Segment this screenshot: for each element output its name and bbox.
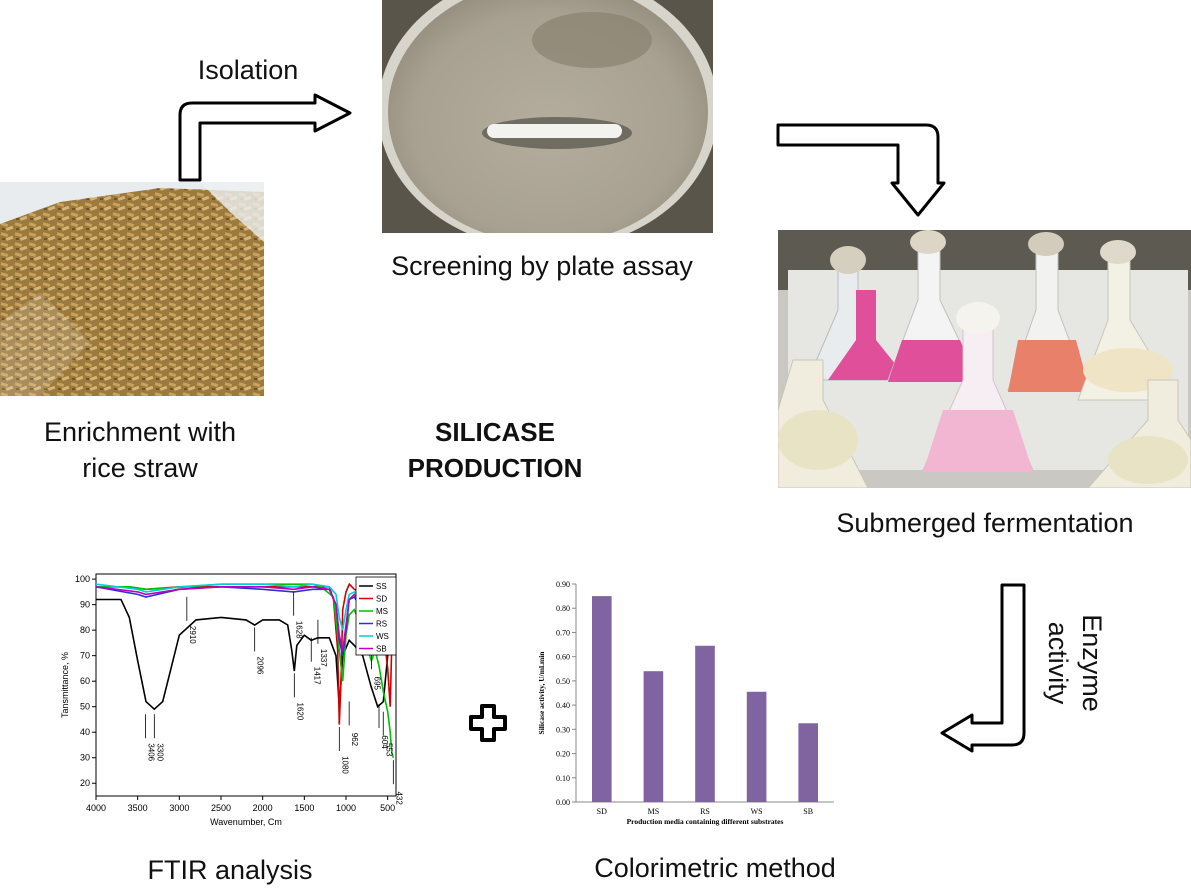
silicase-line2: PRODUCTION: [407, 453, 583, 483]
silicase-title: SILICASE PRODUCTION: [380, 414, 610, 486]
petri-plate-image: [382, 0, 713, 233]
ftir-x-axis-label: Wavenumber, Cm: [210, 817, 282, 827]
ftir-y-tick-label: 40: [80, 727, 90, 737]
ftir-legend-label: SD: [376, 595, 387, 604]
flasks-image: [778, 230, 1191, 488]
ftir-y-tick-label: 90: [80, 600, 90, 610]
ftir-y-tick-label: 20: [80, 778, 90, 788]
rice-straw-image: [0, 182, 264, 396]
ftir-peak-label: 1080: [340, 756, 349, 774]
ftir-peak-label: 3406: [147, 743, 156, 761]
ftir-peak-label: 604: [380, 735, 389, 749]
ftir-x-tick-label: 2500: [211, 803, 231, 813]
bar-category-label: SD: [597, 807, 607, 816]
bar-category-label: WS: [751, 807, 763, 816]
ftir-peak-label: 1337: [319, 649, 328, 667]
ftir-y-tick-label: 50: [80, 702, 90, 712]
bar-y-tick-label: 0.00: [556, 798, 570, 807]
bar-sd: [591, 596, 612, 802]
enzyme-line2: activity: [1043, 621, 1073, 705]
flasks-photo: [778, 230, 1191, 488]
enrichment-label: Enrichment with rice straw: [10, 414, 270, 486]
ftir-x-tick-label: 3000: [169, 803, 189, 813]
ftir-y-tick-label: 70: [80, 651, 90, 661]
ftir-label: FTIR analysis: [147, 855, 313, 885]
bar-rs: [695, 645, 715, 802]
plus-icon: [469, 704, 507, 742]
bar-y-tick-label: 0.40: [556, 701, 570, 710]
bar-ms: [643, 671, 664, 802]
ftir-legend-label: RS: [376, 620, 387, 629]
ftir-peak-label: 962: [350, 733, 359, 747]
ftir-x-tick-label: 4000: [86, 803, 106, 813]
ftir-legend-label: SB: [376, 645, 387, 654]
ftir-x-tick-label: 2000: [253, 803, 273, 813]
enzyme-activity-label: Enzyme activity: [1019, 598, 1109, 728]
ftir-legend: [355, 576, 397, 656]
ftir-peak-label: 695: [372, 677, 381, 691]
silicase-line1: SILICASE: [435, 417, 555, 447]
fermentation-arrow: [776, 123, 946, 217]
ftir-chart: 4000 3500 3000 2500 2000 1500 1000 500 100 90 80 70…: [60, 573, 403, 827]
bar-ws: [746, 691, 767, 802]
ftir-y-tick-label: 60: [80, 676, 90, 686]
bar-y-tick-label: 0.50: [556, 677, 570, 686]
submerged-label: Submerged fermentation: [836, 508, 1134, 538]
ftir-legend-label: SS: [376, 582, 387, 591]
bar-y-tick-label: 0.10: [556, 774, 570, 783]
bar-sb: [798, 723, 819, 802]
ftir-x-tick-label: 500: [380, 803, 395, 813]
ftir-y-tick-label: 30: [80, 753, 90, 763]
ftir-series-ss: [96, 598, 395, 711]
ftir-peak-label: 2910: [188, 626, 197, 644]
bar-y-tick-label: 0.30: [556, 725, 570, 734]
enrichment-line1: Enrichment with: [43, 417, 237, 447]
screening-label: Screening by plate assay: [391, 251, 693, 281]
isolation-arrow: [178, 93, 352, 182]
ftir-legend-label: WS: [376, 632, 389, 641]
bar-x-axis-label: Production media containing different su…: [627, 817, 784, 826]
silicase-bar-chart: 0.00 0.10 0.20 0.30 0.40 0.50 0.60 0.70 0.80 0.90…: [537, 580, 834, 826]
bar-category-label: MS: [648, 807, 660, 816]
ftir-peak-label: 1417: [312, 667, 321, 685]
bar-y-tick-label: 0.60: [556, 653, 570, 662]
ftir-peak-label: 2096: [256, 657, 265, 675]
bar-y-tick-label: 0.80: [556, 604, 570, 613]
ftir-peak-label: 553: [384, 743, 393, 757]
bar-y-tick-label: 0.20: [556, 750, 570, 759]
bar-category-label: SB: [803, 807, 813, 816]
bar-y-tick-label: 0.90: [556, 580, 570, 589]
ftir-x-tick-label: 3500: [128, 803, 148, 813]
ftir-y-tick-label: 100: [75, 574, 90, 584]
ftir-y-tick-label: 80: [80, 625, 90, 635]
colorimetric-label: Colorimetric method: [594, 853, 836, 883]
enzyme-activity-arrow: [940, 583, 1026, 753]
ftir-peak-label: 432: [394, 791, 403, 805]
bar-y-axis-label: Silicase activity, U/ml.min: [537, 651, 546, 735]
ftir-y-axis-label: Tansmittance, %: [60, 652, 70, 718]
enrichment-line2: rice straw: [82, 453, 198, 483]
ftir-plot-area: [95, 573, 397, 797]
bar-category-label: RS: [700, 807, 710, 816]
ftir-x-tick-label: 1000: [336, 803, 356, 813]
petri-plate-photo: [382, 0, 713, 233]
ftir-peak-label: 1628: [295, 621, 304, 639]
ftir-peak-label: 1620: [295, 702, 304, 720]
ftir-peak-label: 3300: [155, 743, 164, 761]
bar-y-tick-label: 0.70: [556, 628, 570, 637]
enzyme-line1: Enzyme: [1077, 614, 1107, 712]
ftir-legend-label: MS: [376, 607, 388, 616]
rice-straw-photo: [0, 182, 264, 396]
isolation-label: Isolation: [197, 55, 299, 85]
ftir-x-tick-label: 1500: [294, 803, 314, 813]
